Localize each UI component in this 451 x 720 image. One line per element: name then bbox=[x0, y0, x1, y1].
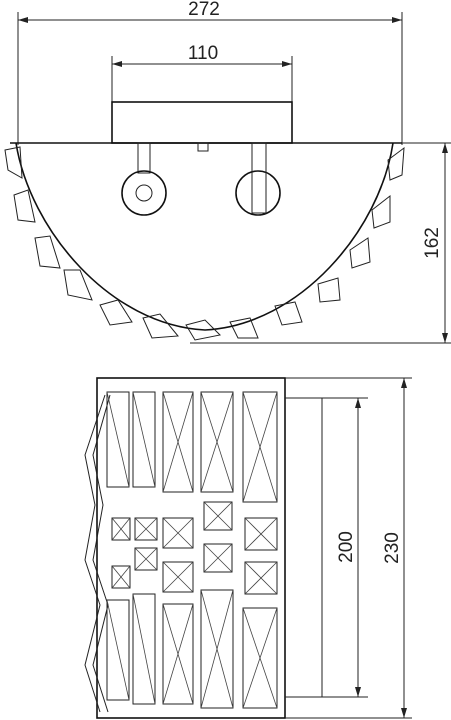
faceted-edge bbox=[84, 394, 111, 713]
side-view: 200 230 bbox=[84, 377, 412, 719]
plate-screw bbox=[197, 142, 209, 152]
dimension-outer-height: 230 bbox=[285, 377, 412, 719]
side-frame bbox=[96, 377, 286, 719]
front-view: 272 110 bbox=[4, 0, 451, 344]
crystal-pendants bbox=[4, 146, 405, 341]
dimension-overall-width: 272 bbox=[17, 0, 403, 145]
lamp-holder-left bbox=[121, 142, 167, 216]
dimension-base-width: 110 bbox=[111, 43, 293, 102]
dimension-inner-height: 200 bbox=[322, 397, 368, 698]
dimension-label-162: 162 bbox=[422, 227, 443, 259]
crystal-row-middle bbox=[111, 501, 278, 595]
dimension-label-230: 230 bbox=[382, 532, 403, 564]
ceiling-base bbox=[111, 101, 293, 144]
dimension-label-272: 272 bbox=[188, 0, 220, 20]
lamp-holder-right bbox=[235, 142, 281, 216]
bowl-outline bbox=[15, 142, 394, 331]
crystal-row-top bbox=[106, 391, 278, 503]
dimension-label-200: 200 bbox=[336, 531, 357, 563]
dimension-height: 162 bbox=[190, 142, 451, 344]
dimension-label-110: 110 bbox=[188, 43, 218, 64]
crystal-row-bottom bbox=[106, 589, 278, 709]
